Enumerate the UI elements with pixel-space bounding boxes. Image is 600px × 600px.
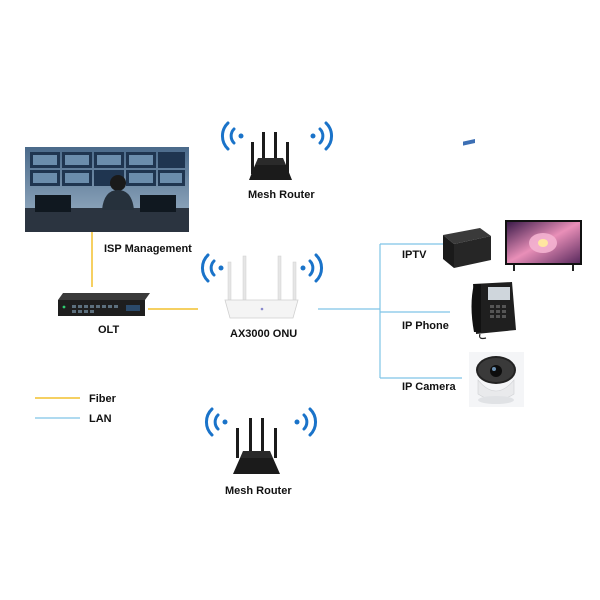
ip-phone-icon bbox=[471, 282, 516, 340]
iptv-label: IPTV bbox=[402, 249, 427, 261]
ip-camera-label: IP Camera bbox=[402, 381, 456, 393]
television-icon bbox=[505, 220, 582, 271]
onu-label: AX3000 ONU bbox=[230, 328, 297, 340]
legend-lan-label: LAN bbox=[89, 413, 112, 425]
legend: Fiber LAN bbox=[35, 393, 117, 425]
mesh-top-wifi-right-icon bbox=[310, 121, 333, 151]
mesh-router-bottom-label: Mesh Router bbox=[225, 485, 292, 497]
ip-camera-icon bbox=[469, 352, 524, 407]
mesh-top-wifi-left-icon bbox=[221, 121, 244, 151]
mesh-router-top-icon bbox=[249, 132, 292, 180]
isp-management-image bbox=[25, 147, 189, 232]
olt-icon bbox=[58, 293, 150, 316]
mesh-router-bottom-icon bbox=[233, 418, 280, 474]
legend-fiber-label: Fiber bbox=[89, 393, 117, 405]
mesh-router-top-label: Mesh Router bbox=[248, 189, 315, 201]
mesh-bottom-wifi-left-icon bbox=[205, 407, 228, 437]
ip-phone-label: IP Phone bbox=[402, 320, 449, 332]
mesh-bottom-wifi-right-icon bbox=[294, 407, 317, 437]
onu-wifi-right-icon bbox=[300, 253, 323, 283]
isp-management-label: ISP Management bbox=[104, 243, 192, 255]
onu-wifi-left-icon bbox=[201, 253, 224, 283]
olt-label: OLT bbox=[98, 324, 119, 336]
onu-icon bbox=[224, 255, 299, 319]
iptv-box-icon bbox=[443, 139, 491, 268]
